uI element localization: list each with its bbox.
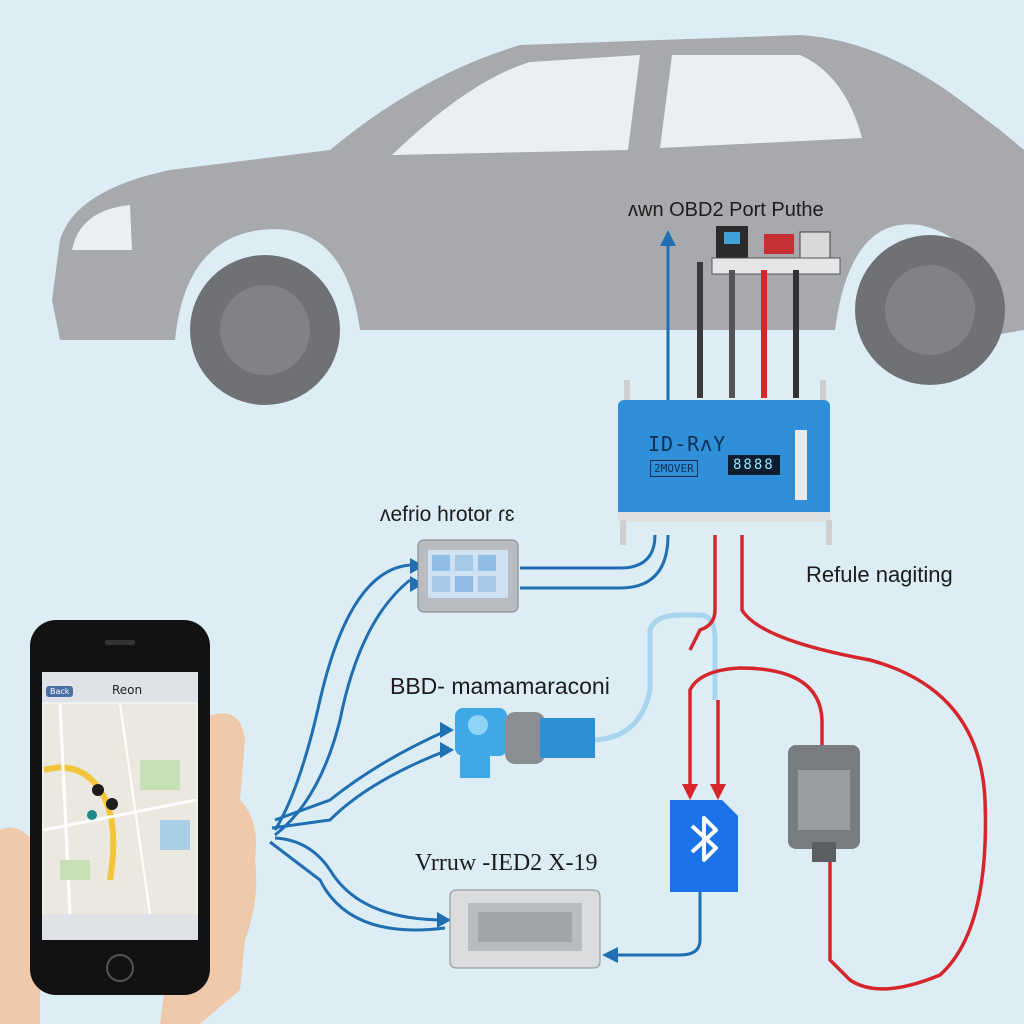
hub-model-text: 2MOVER <box>650 460 698 477</box>
bluetooth-module <box>670 800 738 892</box>
obd2-port-label: ʌwn OBD2 Port Puthe <box>628 199 824 221</box>
phone-back-button[interactable]: Back <box>46 686 74 697</box>
port-cables <box>697 262 799 398</box>
red-wires <box>688 535 988 991</box>
map-marker-icon <box>106 798 118 810</box>
frio-label: ʌefrio hrotor ɾɛ <box>380 503 515 526</box>
map-marker-icon <box>92 784 104 796</box>
bluetooth-arrowhead <box>602 947 618 963</box>
gray-adapter-module <box>449 889 601 969</box>
vrruw-label: Vrruw -IED2 X-19 <box>415 850 598 876</box>
obd-hub-module <box>618 380 832 545</box>
obd2-port-connector <box>711 226 841 275</box>
map-view <box>43 703 197 915</box>
car-silhouette <box>52 35 1024 405</box>
obd-male-connector <box>788 745 860 862</box>
obd-plug-connector <box>455 708 595 778</box>
bbd-label: BBD- mamamaraconi <box>390 673 610 699</box>
hub-brand-text: ID-RʌY <box>648 432 727 456</box>
bluetooth-icon <box>690 816 718 862</box>
rear-wheel <box>855 235 1005 385</box>
wire-arrowheads <box>410 558 454 928</box>
blue-wires <box>269 534 670 932</box>
hub-display-readout: 8888 <box>728 455 780 475</box>
smartphone-with-hand <box>0 620 257 1024</box>
bluetooth-link-wire <box>615 892 702 957</box>
map-marker-icon <box>87 810 97 820</box>
refule-label: Refule nagiting <box>806 562 953 587</box>
red-arrowheads <box>682 784 726 800</box>
home-button-icon <box>106 954 134 982</box>
front-wheel <box>190 255 340 405</box>
phone-screen-title: Reon <box>112 683 143 697</box>
gray-display-unit <box>417 539 519 613</box>
upward-arrow <box>660 230 676 400</box>
